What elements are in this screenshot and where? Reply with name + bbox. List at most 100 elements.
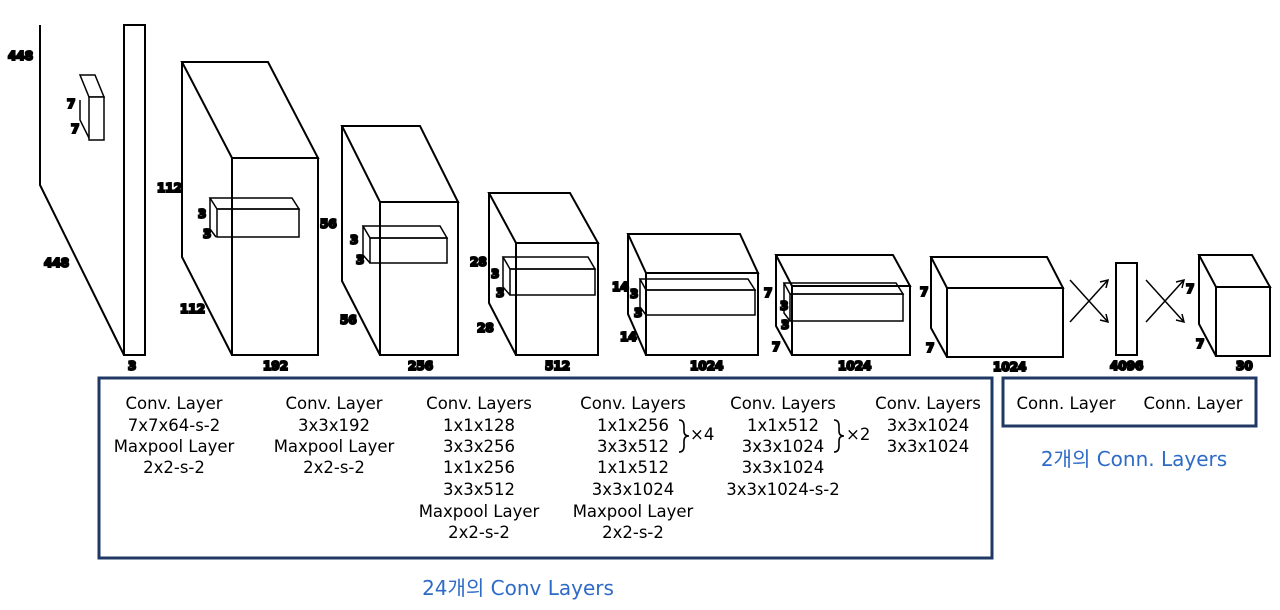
stage6-dim-width: 7	[926, 341, 934, 355]
stage1-kernel-dim-2: 3	[203, 227, 211, 241]
conv-block-2-line-2: 3x3x192	[298, 416, 370, 435]
input-kernel-dim-1: 7	[67, 97, 75, 111]
stage2-dim-width: 56	[340, 313, 357, 327]
conv-block-3-line-2: 1x1x128	[443, 416, 515, 435]
fc1-vector	[1115, 262, 1138, 356]
stage6-dim-height: 7	[920, 285, 928, 299]
fc-block-1: Conn. Layer	[1016, 394, 1115, 413]
stage4-dim-depth: 1024	[690, 359, 723, 373]
conv-block-5-line-3: 3x3x1024	[742, 437, 825, 456]
stage1-volume	[180, 61, 320, 356]
conv-block-5: Conv. Layers 1x1x512 3x3x1024 3x3x1024 3…	[726, 394, 840, 499]
conv-block-4-line-5: 3x3x1024	[592, 480, 675, 499]
stage6-dim-depth: 1024	[993, 360, 1026, 374]
input-dim-depth: 3	[128, 359, 136, 373]
conv-block-6-line-3: 3x3x1024	[887, 437, 970, 456]
conv-block-5-line-4: 3x3x1024	[742, 458, 825, 477]
conv-block-4-line-1: Conv. Layers	[580, 394, 686, 413]
fc-block-2: Conn. Layer	[1143, 394, 1242, 413]
conv-block-3-line-1: Conv. Layers	[426, 394, 532, 413]
conv-block-5-line-5: 3x3x1024-s-2	[726, 480, 840, 499]
stage3-kernel-box	[501, 256, 597, 296]
stage3-dim-depth: 512	[545, 359, 570, 373]
conv-block-1-line-2: 7x7x64-s-2	[128, 416, 221, 435]
stage2-volume	[340, 125, 460, 356]
input-dim-width: 448	[44, 256, 69, 270]
stage4-dim-width: 14	[620, 330, 637, 344]
stage2-dim-height: 56	[320, 217, 337, 231]
stage1-kernel-box	[208, 197, 301, 238]
conv-block-6-line-1: Conv. Layers	[875, 394, 981, 413]
stage3-volume	[487, 192, 600, 356]
conv-block-1-line-3: Maxpool Layer	[114, 437, 235, 456]
stage4-kernel-box	[638, 278, 757, 316]
repeat-brace-2	[833, 419, 845, 453]
stage4-kernel-dim-2: 3	[634, 306, 642, 320]
repeat-label-1: ×4	[690, 425, 714, 444]
conv-block-3-line-4: 1x1x256	[443, 458, 515, 477]
input-kernel-dim-2: 7	[71, 122, 79, 136]
input-kernel-box	[78, 74, 106, 141]
conv-block-4-line-7: 2x2-s-2	[602, 523, 664, 542]
conv-block-2-line-1: Conv. Layer	[285, 394, 382, 413]
stage1-dim-depth: 192	[263, 359, 288, 373]
stage4-kernel-dim-1: 3	[630, 287, 638, 301]
stage3-kernel-dim-1: 3	[491, 267, 499, 281]
fc-connection-arrows-1	[1069, 278, 1110, 324]
stage5-dim-width: 7	[772, 340, 780, 354]
stage3-dim-width: 28	[477, 321, 494, 335]
input-volume	[39, 24, 146, 356]
output-dim-height: 7	[1186, 282, 1194, 296]
conv-block-4-line-4: 1x1x512	[597, 458, 669, 477]
conv-block-2-line-3: Maxpool Layer	[274, 437, 395, 456]
conv-block-4-line-6: Maxpool Layer	[573, 502, 694, 521]
stage2-dim-depth: 256	[408, 359, 433, 373]
repeat-label-2: ×2	[846, 425, 870, 444]
conv-block-1: Conv. Layer 7x7x64-s-2 Maxpool Layer 2x2…	[114, 394, 235, 477]
output-dim-depth: 30	[1236, 359, 1253, 373]
conv-group-border	[97, 376, 994, 560]
fc-group-border	[1001, 376, 1258, 428]
output-volume	[1197, 254, 1272, 357]
conv-block-2: Conv. Layer 3x3x192 Maxpool Layer 2x2-s-…	[274, 394, 395, 477]
output-dim-width: 7	[1196, 337, 1204, 351]
stage5-dim-height: 7	[764, 286, 772, 300]
stage1-kernel-dim-1: 3	[198, 207, 206, 221]
stage4-dim-height: 14	[612, 280, 629, 294]
stage6-volume	[929, 256, 1065, 358]
stage2-kernel-dim-1: 3	[350, 233, 358, 247]
conv-block-3-line-3: 3x3x256	[443, 437, 515, 456]
conv-group-caption: 24개의 Conv Layers	[422, 576, 614, 600]
stage1-dim-width: 112	[180, 302, 205, 316]
stage5-kernel-dim-1: 3	[780, 299, 788, 313]
stage3-dim-height: 28	[470, 255, 487, 269]
stage3-kernel-dim-2: 3	[496, 286, 504, 300]
stage1-dim-height: 112	[157, 181, 182, 195]
conv-block-1-line-4: 2x2-s-2	[143, 458, 205, 477]
conv-block-2-line-4: 2x2-s-2	[303, 458, 365, 477]
stage2-kernel-box	[361, 225, 449, 264]
stage2-kernel-dim-2: 3	[356, 253, 364, 267]
stage4-volume	[626, 233, 760, 356]
conv-block-4-line-2: 1x1x256	[597, 416, 669, 435]
conv-block-3-line-6: Maxpool Layer	[419, 502, 540, 521]
conv-block-6: Conv. Layers 3x3x1024 3x3x1024	[875, 394, 981, 456]
stage5-dim-depth: 1024	[838, 359, 871, 373]
conv-block-4-line-3: 3x3x512	[597, 437, 669, 456]
fc-group-caption: 2개의 Conn. Layers	[1041, 447, 1227, 471]
fc1-dim: 4096	[1110, 359, 1143, 373]
fc-connection-arrows-2	[1145, 278, 1186, 324]
stage5-volume	[774, 254, 912, 356]
stage5-kernel-box	[782, 282, 905, 322]
conv-block-3: Conv. Layers 1x1x128 3x3x256 1x1x256 3x3…	[419, 394, 540, 542]
repeat-brace-1	[678, 419, 690, 453]
conv-block-1-line-1: Conv. Layer	[125, 394, 222, 413]
conv-block-5-line-2: 1x1x512	[747, 416, 819, 435]
conv-block-4: Conv. Layers 1x1x256 3x3x512 1x1x512 3x3…	[573, 394, 694, 542]
conv-block-3-line-7: 2x2-s-2	[448, 523, 510, 542]
fc-blocks: Conn. Layer Conn. Layer	[1016, 394, 1242, 413]
conv-block-3-line-5: 3x3x512	[443, 480, 515, 499]
input-dim-height: 448	[8, 49, 33, 63]
stage5-kernel-dim-2: 3	[781, 318, 789, 332]
